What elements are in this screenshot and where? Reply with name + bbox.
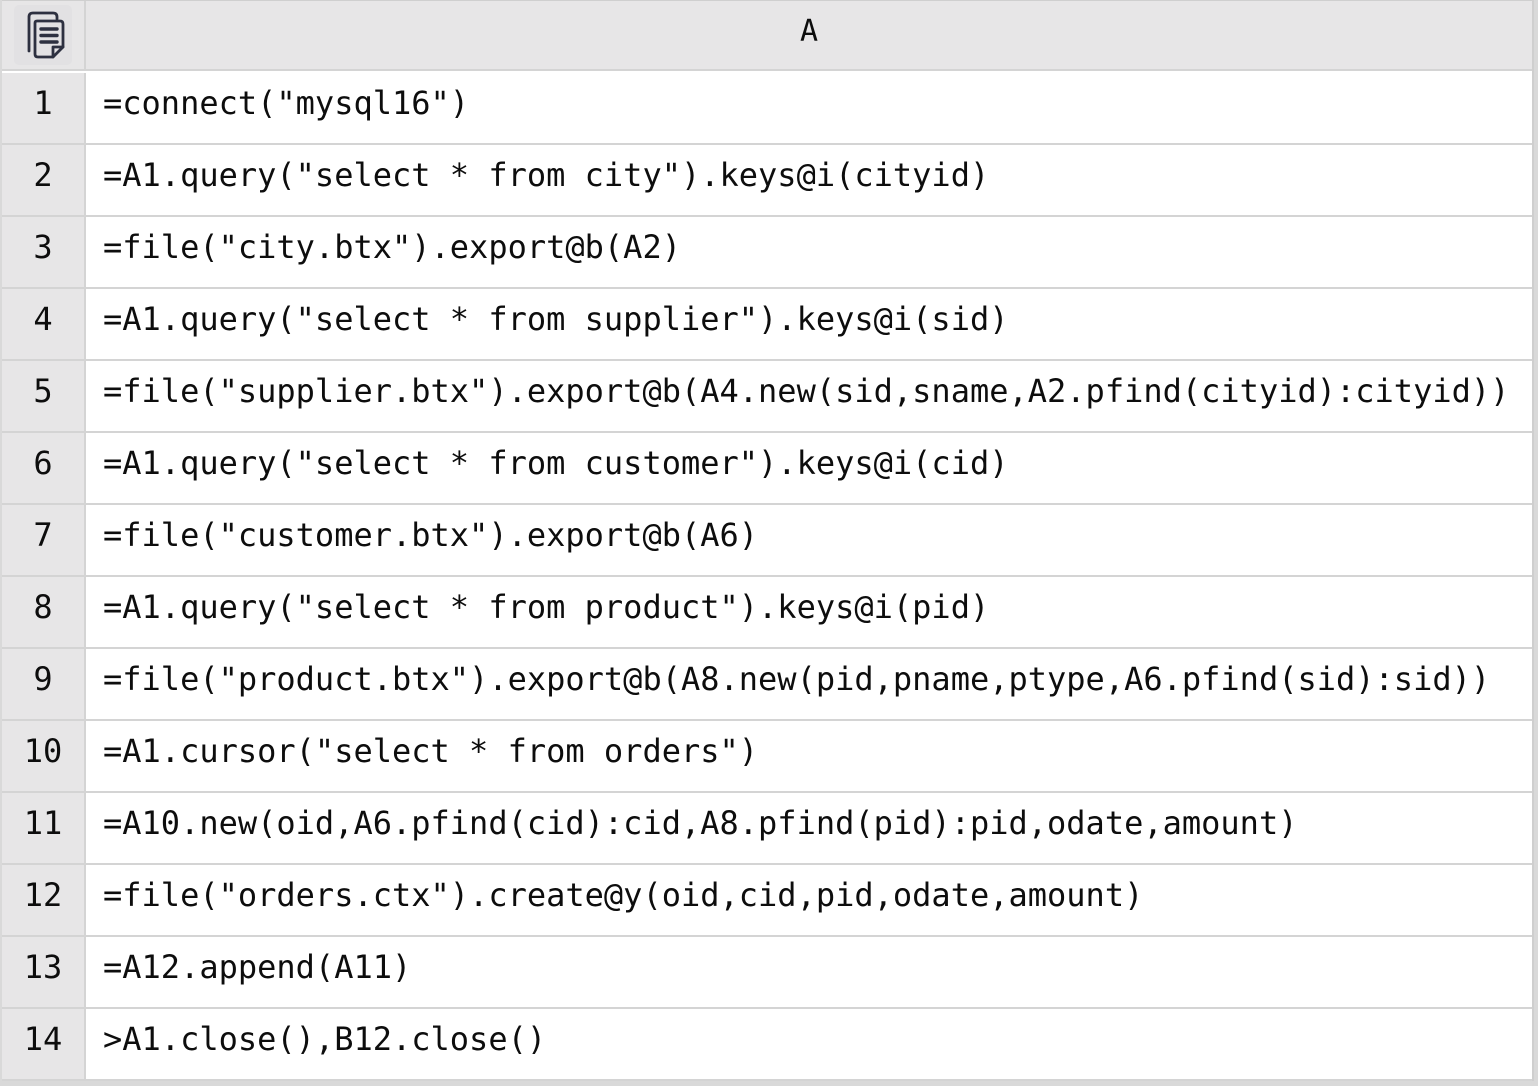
cell-code[interactable]: =file("orders.ctx").create@y(oid,cid,pid… — [86, 865, 1532, 937]
row-number[interactable]: 7 — [2, 505, 86, 577]
cell-code[interactable]: =file("supplier.btx").export@b(A4.new(si… — [86, 361, 1532, 433]
row-number[interactable]: 4 — [2, 289, 86, 361]
row-number[interactable]: 8 — [2, 577, 86, 649]
cell-code[interactable]: =file("city.btx").export@b(A2) — [86, 217, 1532, 289]
row-number[interactable]: 14 — [2, 1009, 86, 1081]
row-number[interactable]: 6 — [2, 433, 86, 505]
cell-code[interactable]: =A1.cursor("select * from orders") — [86, 721, 1532, 793]
row-number[interactable]: 5 — [2, 361, 86, 433]
row-number[interactable]: 12 — [2, 865, 86, 937]
cell-code[interactable]: =file("product.btx").export@b(A8.new(pid… — [86, 649, 1532, 721]
row-number[interactable]: 9 — [2, 649, 86, 721]
cell-code[interactable]: =A12.append(A11) — [86, 937, 1532, 1009]
cell-code[interactable]: >A1.close(),B12.close() — [86, 1009, 1532, 1081]
row-number[interactable]: 3 — [2, 217, 86, 289]
cell-code[interactable]: =A1.query("select * from supplier").keys… — [86, 289, 1532, 361]
cell-code[interactable]: =file("customer.btx").export@b(A6) — [86, 505, 1532, 577]
cell-code[interactable]: =A1.query("select * from product").keys@… — [86, 577, 1532, 649]
column-header-a[interactable]: A — [86, 1, 1532, 71]
row-number[interactable]: 10 — [2, 721, 86, 793]
row-number[interactable]: 11 — [2, 793, 86, 865]
cell-code[interactable]: =A1.query("select * from customer").keys… — [86, 433, 1532, 505]
cell-code[interactable]: =A10.new(oid,A6.pfind(cid):cid,A8.pfind(… — [86, 793, 1532, 865]
row-number[interactable]: 1 — [2, 73, 86, 145]
sheet-corner-cell[interactable] — [2, 1, 86, 71]
row-number[interactable]: 2 — [2, 145, 86, 217]
copy-pages-icon — [27, 11, 65, 59]
copy-pages-icon-button[interactable] — [14, 5, 72, 65]
cell-code[interactable]: =connect("mysql16") — [86, 73, 1532, 145]
cell-code[interactable]: =A1.query("select * from city").keys@i(c… — [86, 145, 1532, 217]
row-number[interactable]: 13 — [2, 937, 86, 1009]
